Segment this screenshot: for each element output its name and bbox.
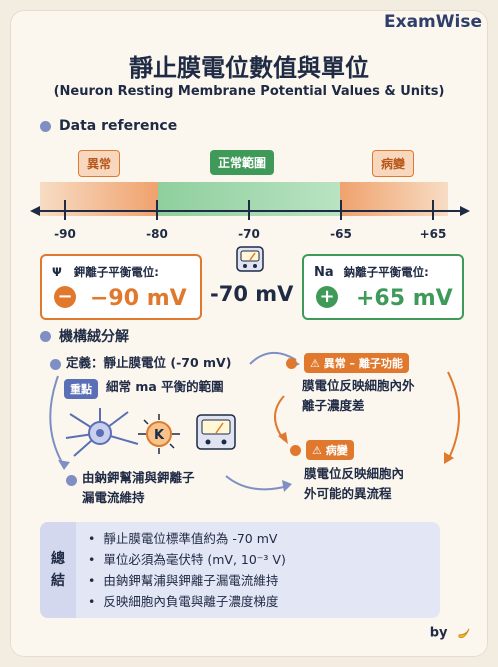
potassium-ion-icon: K [138,414,180,454]
sodium-symbol: Na [314,265,334,280]
pump-text-line2: 漏電流維持 [82,490,145,505]
data-reference-heading-text: Data reference [59,118,178,134]
abnormal-text-line2: 離子濃度差 [302,398,365,413]
tick-label: +65 [419,227,447,241]
lesion-tag: ⚠ 病變 [306,440,354,460]
psi-icon: Ψ [52,265,62,279]
potassium-equilibrium-card: Ψ 鉀離子平衡電位: − −90 mV [40,254,202,320]
resting-potential-value: -70 mV [210,282,294,306]
abnormal-high-label: 病變 [372,150,415,177]
plus-icon: + [316,286,338,308]
normal-range-label: 正常範圍 [210,150,275,175]
axis-tick [432,200,434,220]
bullet-dot-icon [286,358,297,369]
abnormal-text-line1: 膜電位反映細胞內外 [302,378,415,393]
abnormal-tag: ⚠ 異常 – 離子功能 [304,353,409,373]
voltmeter-icon [236,246,264,272]
bullet-dot-icon [50,359,61,370]
page-subtitle: (Neuron Resting Membrane Potential Value… [53,84,445,99]
summary-list: 靜止膜電位標準值約為 -70 mV 單位必須為毫伏特 (mV, 10⁻³ V) … [88,528,286,612]
summary-item: 靜止膜電位標準值約為 -70 mV [88,528,286,549]
k-letter: K [154,428,165,443]
sodium-label: Na 鈉離子平衡電位: [314,265,429,280]
abnormal-low-label: 異常 [78,150,121,177]
lesion-text-line1: 膜電位反映細胞內 [304,466,405,481]
summary-side-label: 總 結 [40,522,76,618]
data-reference-heading: Data reference [40,118,177,134]
axis-tick [64,200,66,220]
value-axis-arrow [30,206,470,216]
sodium-value: +65 mV [356,286,453,311]
mechanism-heading-text: 機構絨分解 [59,329,129,345]
summary-item: 單位必須為毫伏特 (mV, 10⁻³ V) [88,549,285,570]
minus-icon: − [54,286,76,308]
pump-text-line1: 由鈉鉀幫浦與鉀離子 [82,470,195,485]
axis-tick [248,200,250,220]
summary-item: 反映細胞內負電與離子濃度梯度 [88,591,286,612]
tick-label: -65 [330,227,352,241]
summary-box: 總 結 靜止膜電位標準值約為 -70 mV 單位必須為毫伏特 (mV, 10⁻³… [40,522,440,618]
axis-tick [156,200,158,220]
page-title: 靜止膜電位數值與單位 [129,54,369,82]
potassium-value: −90 mV [90,286,187,311]
bullet-dot-icon [40,330,51,342]
sodium-equilibrium-card: Na 鈉離子平衡電位: + +65 mV [302,254,464,320]
tick-label: -90 [54,227,76,241]
key-point-text: 細常 ma 平衡的範圍 [106,379,224,394]
flow-arrows [49,352,460,492]
banana-icon [458,628,470,639]
neuron-icon [65,408,139,457]
brand-logo: ExamWise [384,12,482,32]
tick-label: -80 [146,227,168,241]
summary-item: 由鈉鉀幫浦與鉀離子漏電流維持 [88,570,286,591]
axis-tick [340,200,342,220]
meter-icon [196,414,236,450]
key-point-tag: 重點 [64,379,98,399]
bullet-dot-icon [66,475,77,486]
lesion-text-line2: 外可能的異流程 [304,486,392,501]
footer-credit: by [430,625,472,641]
bullet-dot-icon [290,445,301,456]
bullet-dot-icon [40,120,51,132]
mechanism-heading: 機構絨分解 [40,326,129,346]
tick-label: -70 [238,227,260,241]
potassium-label: Ψ 鉀離子平衡電位: [52,265,159,279]
definition-text: 定義：靜止膜電位 (-70 mV) [66,355,232,370]
